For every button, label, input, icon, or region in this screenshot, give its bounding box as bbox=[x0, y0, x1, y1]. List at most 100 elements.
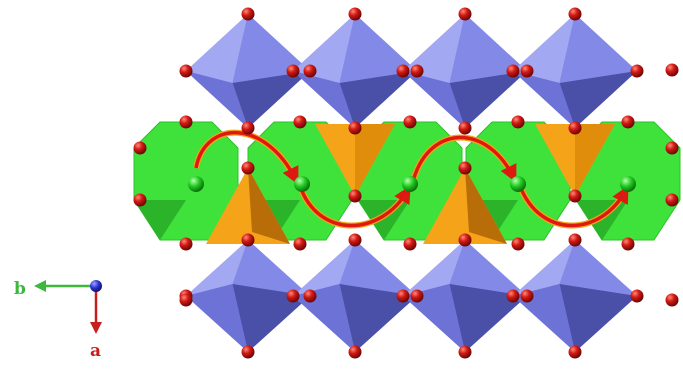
top-octahedron-1-face-low bbox=[186, 71, 248, 128]
cation-atom-1 bbox=[188, 176, 204, 192]
oxygen-atom bbox=[179, 237, 193, 251]
oxygen-atom bbox=[511, 237, 525, 251]
oxygen-atoms bbox=[133, 7, 679, 359]
a-axis-label: a bbox=[90, 341, 101, 361]
oxygen-atom bbox=[241, 7, 255, 21]
oxygen-atom bbox=[293, 237, 307, 251]
green-polyhedron-1-shade bbox=[134, 200, 186, 240]
oxygen-atom bbox=[568, 189, 582, 203]
oxygen-atom bbox=[303, 64, 317, 78]
oxygen-atom bbox=[665, 293, 679, 307]
oxygen-atom bbox=[665, 193, 679, 207]
top-octahedron-4 bbox=[513, 14, 637, 128]
cation-atom-5 bbox=[620, 176, 636, 192]
oxygen-atom bbox=[568, 233, 582, 247]
top-octahedron-2-face-dark bbox=[339, 71, 417, 128]
oxygen-atom bbox=[241, 121, 255, 135]
oxygen-atom bbox=[568, 7, 582, 21]
oxygen-atom bbox=[179, 64, 193, 78]
bottom-octahedron-1-face-light bbox=[186, 240, 248, 296]
b-axis-arrowhead bbox=[34, 280, 46, 292]
bottom-octahedron-2-face-light bbox=[293, 240, 355, 296]
oxygen-atom bbox=[348, 233, 362, 247]
bottom-octahedron-3-face-dark bbox=[449, 284, 527, 352]
a-axis-arrowhead bbox=[90, 322, 102, 334]
oxygen-atom bbox=[403, 237, 417, 251]
oxygen-atom bbox=[630, 64, 644, 78]
oxygen-atom bbox=[293, 115, 307, 129]
migration-arrow-4 bbox=[518, 185, 629, 228]
oxygen-atom bbox=[458, 7, 472, 21]
oxygen-atom bbox=[621, 237, 635, 251]
top-octahedron-3-face-dark bbox=[449, 71, 527, 128]
oxygen-atom bbox=[348, 7, 362, 21]
cation-atom-2 bbox=[294, 176, 310, 192]
oxygen-atom bbox=[348, 121, 362, 135]
oxygen-atom bbox=[348, 345, 362, 359]
tetrahedron-up-1-shade bbox=[248, 168, 290, 244]
bottom-octahedra-row bbox=[186, 240, 637, 352]
oxygen-atom bbox=[241, 161, 255, 175]
oxygen-atom bbox=[458, 161, 472, 175]
migration-arrow-3 bbox=[412, 135, 517, 183]
axis-origin-atom bbox=[90, 280, 102, 292]
oxygen-atom bbox=[396, 289, 410, 303]
oxygen-atom bbox=[133, 141, 147, 155]
bottom-octahedron-3-face-light bbox=[403, 240, 465, 296]
bottom-octahedron-4 bbox=[513, 240, 637, 352]
tetrahedron-up-2-shade bbox=[465, 168, 507, 244]
top-octahedron-4-face-mid bbox=[559, 14, 637, 83]
cation-atoms bbox=[188, 176, 636, 192]
migration-arrow-2 bbox=[298, 185, 411, 228]
top-octahedron-4-face-dark bbox=[559, 71, 637, 128]
cation-atom-3 bbox=[402, 176, 418, 192]
oxygen-atom bbox=[458, 121, 472, 135]
bottom-octahedron-4-face-dark bbox=[559, 284, 637, 352]
oxygen-atom bbox=[133, 193, 147, 207]
top-octahedra-row bbox=[186, 14, 637, 128]
bottom-octahedron-1-face-mid bbox=[232, 240, 310, 296]
oxygen-atom bbox=[179, 293, 193, 307]
tetrahedron-down-1-shade bbox=[355, 124, 395, 196]
top-octahedron-1-face-dark bbox=[232, 71, 310, 128]
migration-arrows bbox=[193, 129, 629, 229]
oxygen-atom bbox=[403, 115, 417, 129]
oxygen-atom bbox=[511, 115, 525, 129]
top-octahedron-3-face-mid bbox=[449, 14, 527, 83]
bottom-octahedron-2-face-mid bbox=[339, 240, 417, 296]
oxygen-atom bbox=[665, 141, 679, 155]
oxygen-atom bbox=[410, 289, 424, 303]
oxygen-atom bbox=[348, 189, 362, 203]
oxygen-atom bbox=[241, 233, 255, 247]
oxygen-atom bbox=[410, 64, 424, 78]
b-axis-label: b bbox=[14, 279, 26, 299]
oxygen-atom bbox=[621, 115, 635, 129]
bottom-octahedron-2-face-dark bbox=[339, 284, 417, 352]
bottom-octahedron-1 bbox=[186, 240, 310, 352]
top-octahedron-1-face-light bbox=[186, 14, 248, 83]
bottom-octahedron-4-face-mid bbox=[559, 240, 637, 296]
bottom-octahedron-3-face-mid bbox=[449, 240, 527, 296]
bottom-octahedron-3 bbox=[403, 240, 527, 352]
top-octahedron-2 bbox=[293, 14, 417, 128]
oxygen-atom bbox=[179, 115, 193, 129]
bottom-octahedron-4-face-light bbox=[513, 240, 575, 296]
oxygen-atom bbox=[241, 345, 255, 359]
top-octahedron-2-face-mid bbox=[339, 14, 417, 83]
oxygen-atom bbox=[506, 289, 520, 303]
tetrahedron-down-2-shade bbox=[575, 124, 615, 196]
oxygen-atom bbox=[520, 64, 534, 78]
bottom-octahedron-1-face-low bbox=[186, 284, 248, 352]
oxygen-atom bbox=[286, 289, 300, 303]
migration-arrow-1 bbox=[194, 131, 299, 185]
top-octahedron-4-face-low bbox=[513, 71, 575, 128]
oxygen-atom bbox=[568, 121, 582, 135]
green-polyhedron-3-shade bbox=[358, 200, 410, 240]
oxygen-atom bbox=[286, 64, 300, 78]
top-octahedron-2-face-low bbox=[293, 71, 355, 128]
oxygen-atom bbox=[506, 64, 520, 78]
top-octahedron-3-face-low bbox=[403, 71, 465, 128]
oxygen-atom bbox=[568, 345, 582, 359]
tetrahedra bbox=[206, 124, 615, 244]
